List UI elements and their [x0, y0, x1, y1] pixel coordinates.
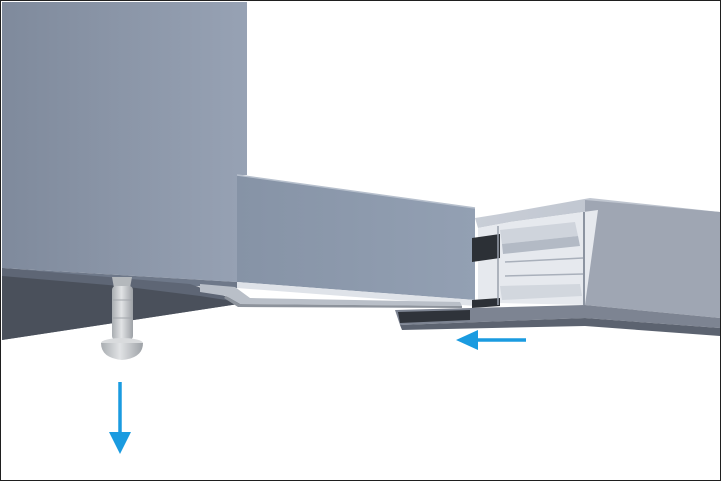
panel-front-face — [237, 175, 475, 300]
arrow-down-icon — [109, 382, 131, 454]
rail-inner-line-2 — [504, 273, 584, 277]
rail-dark-gap — [472, 234, 500, 262]
rail-base-flange — [395, 305, 720, 328]
screw-shaft — [112, 286, 133, 340]
cabinet-front-face — [2, 2, 247, 282]
leveling-screw — [101, 277, 143, 360]
rail-inner-rib-top-shade — [502, 236, 580, 254]
rail-base-flange-dark — [398, 310, 470, 323]
screw-collar — [112, 277, 132, 288]
arrow-left-icon — [456, 330, 526, 350]
rail-outer-face — [585, 200, 720, 318]
panel-bracket-edge — [224, 296, 462, 308]
panel-top-edge — [236, 174, 476, 209]
rail-top-face — [475, 198, 720, 228]
rail-inner-rib-top — [500, 222, 578, 244]
rail-base-bottom — [400, 318, 720, 336]
panel-bottom-strip — [237, 282, 475, 306]
rail-inner-line-1 — [504, 257, 584, 263]
rail-dark-gap-lower — [472, 298, 500, 308]
screw-head — [101, 343, 143, 360]
sliding-panel — [200, 174, 476, 308]
rail-inner-rib-bottom — [500, 284, 582, 300]
rail-profile — [395, 198, 720, 336]
panel-bracket — [200, 284, 462, 306]
